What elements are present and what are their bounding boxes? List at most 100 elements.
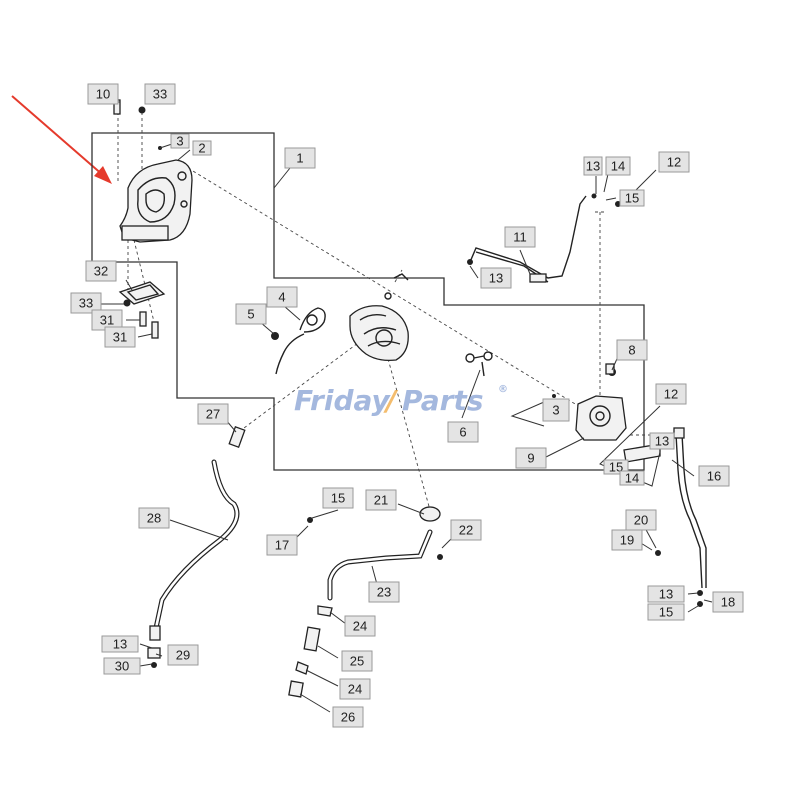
callout-c26: 26 xyxy=(332,706,364,728)
callout-number: 6 xyxy=(459,425,466,440)
watermark-registered-mark: ® xyxy=(498,384,508,395)
callout-c12a: 12 xyxy=(658,151,690,173)
callout-box xyxy=(583,156,603,176)
callout-box xyxy=(450,519,482,541)
assembly-frame-outline xyxy=(91,132,645,471)
callout-box xyxy=(447,421,479,443)
callout-box xyxy=(170,133,190,149)
callout-c9: 9 xyxy=(515,447,547,469)
callout-c29: 29 xyxy=(167,644,199,666)
callout-box xyxy=(341,650,373,672)
callout-box xyxy=(322,487,354,509)
callout-number: 23 xyxy=(377,585,391,600)
callout-number: 33 xyxy=(153,87,167,102)
callout-c3a: 3 xyxy=(170,133,190,149)
callout-number: 9 xyxy=(527,451,534,466)
callout-c4: 4 xyxy=(266,286,298,308)
callout-number: 15 xyxy=(331,491,345,506)
gasket-part xyxy=(118,281,166,305)
callout-box xyxy=(235,303,267,325)
callout-number: 15 xyxy=(659,605,673,620)
callout-c3b: 3 xyxy=(542,398,570,422)
callout-c33b: 33 xyxy=(70,292,102,314)
callout-box xyxy=(167,644,199,666)
callout-box xyxy=(647,603,685,621)
callout-box xyxy=(85,260,117,282)
callout-number: 16 xyxy=(707,469,721,484)
callout-c17: 17 xyxy=(266,534,298,556)
callout-c2: 2 xyxy=(192,140,212,156)
callout-number: 15 xyxy=(625,191,639,206)
callout-box xyxy=(365,489,397,511)
callout-number: 12 xyxy=(664,387,678,402)
callout-number: 8 xyxy=(628,343,635,358)
callout-c22: 22 xyxy=(450,519,482,541)
callout-number: 4 xyxy=(278,290,285,305)
callout-c12b: 12 xyxy=(655,383,687,405)
callout-box xyxy=(619,189,645,207)
callout-c32: 32 xyxy=(85,260,117,282)
callout-c13c: 13 xyxy=(649,432,675,450)
callout-c28: 28 xyxy=(138,507,170,529)
actuator-part xyxy=(575,363,627,441)
callout-box xyxy=(649,432,675,450)
callout-box xyxy=(619,470,645,486)
callout-number: 12 xyxy=(667,155,681,170)
callout-number: 24 xyxy=(353,619,367,634)
callout-box xyxy=(480,267,512,289)
callout-c24a: 24 xyxy=(344,615,376,637)
callout-box xyxy=(542,398,570,422)
callout-c15a: 15 xyxy=(619,189,645,207)
watermark-slash-icon: / xyxy=(383,384,399,417)
watermark-logo: Friday / Parts ® xyxy=(294,384,508,417)
callout-number: 26 xyxy=(341,710,355,725)
callout-number: 17 xyxy=(275,538,289,553)
callout-c6: 6 xyxy=(447,421,479,443)
callout-number: 31 xyxy=(113,330,127,345)
turbo-core-part xyxy=(349,273,409,362)
callout-c13b: 13 xyxy=(480,267,512,289)
watermark-text-parts: Parts xyxy=(402,384,483,417)
callout-c27: 27 xyxy=(197,403,229,425)
callout-c5: 5 xyxy=(235,303,267,325)
callout-c30: 30 xyxy=(103,657,141,675)
callout-box xyxy=(284,147,316,169)
callout-box xyxy=(344,615,376,637)
callout-number: 20 xyxy=(634,513,648,528)
callout-box xyxy=(138,507,170,529)
water-hose-part xyxy=(327,506,441,601)
hose-part xyxy=(147,425,246,659)
callout-number: 21 xyxy=(374,493,388,508)
callout-box xyxy=(101,635,139,653)
callout-box xyxy=(611,529,643,551)
callout-box xyxy=(197,403,229,425)
callout-number: 13 xyxy=(113,637,127,652)
callout-number: 3 xyxy=(176,134,183,149)
callout-number: 14 xyxy=(611,159,625,174)
callout-c24b: 24 xyxy=(339,678,371,700)
callout-box xyxy=(144,83,176,105)
callout-box xyxy=(698,465,730,487)
callout-number: 31 xyxy=(100,313,114,328)
callout-number: 29 xyxy=(176,648,190,663)
callout-number: 33 xyxy=(79,296,93,311)
callout-c13d: 13 xyxy=(647,585,685,603)
callout-box xyxy=(712,591,744,613)
callout-box xyxy=(605,156,631,176)
callout-number: 18 xyxy=(721,595,735,610)
callout-number: 13 xyxy=(489,271,503,286)
callout-c8: 8 xyxy=(616,339,648,361)
callout-leader-lines xyxy=(96,101,713,713)
callout-number: 13 xyxy=(655,434,669,449)
callout-number: 24 xyxy=(348,682,362,697)
callout-number: 2 xyxy=(198,141,205,156)
callout-c14a: 14 xyxy=(605,156,631,176)
callout-c13e: 13 xyxy=(101,635,139,653)
callout-c15c: 15 xyxy=(322,487,354,509)
callout-number: 1 xyxy=(296,151,303,166)
callout-c25: 25 xyxy=(341,650,373,672)
callout-number: 14 xyxy=(625,471,639,486)
callout-c31a: 31 xyxy=(91,309,123,331)
